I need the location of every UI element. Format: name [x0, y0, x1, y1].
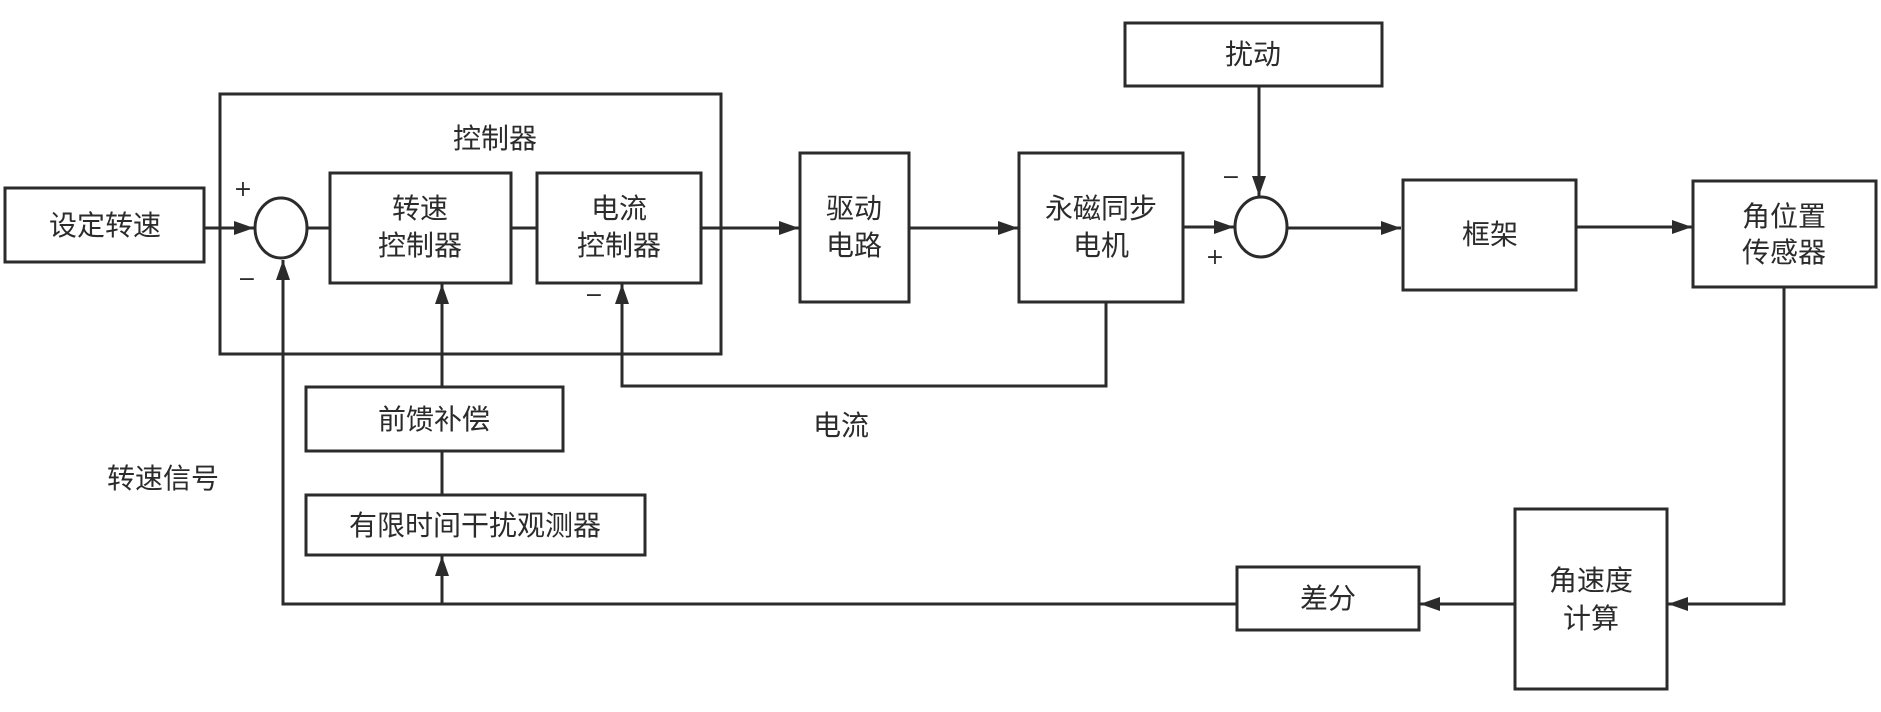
wire-diff-to-sum1: [276, 260, 1237, 606]
block-observer: 有限时间干扰观测器: [304, 493, 647, 557]
block-speed-controller: 转速 控制器: [328, 171, 513, 285]
sum1-minus-sign: −: [238, 267, 256, 292]
drive-circuit-label-line2: 电路: [826, 229, 882, 262]
block-frame: 框架: [1401, 178, 1578, 292]
current-signal-label: 电流: [813, 409, 869, 442]
block-disturbance: 扰动: [1123, 21, 1384, 88]
block-current-controller: 电流 控制器: [535, 171, 703, 285]
angvel-label-line2: 计算: [1563, 602, 1619, 635]
speed-controller-label-line1: 转速: [392, 192, 448, 225]
current-minus-sign: −: [585, 283, 603, 308]
angle-sensor-label-line1: 角位置: [1742, 200, 1826, 233]
pmsm-label-line1: 永磁同步: [1045, 192, 1157, 225]
summing-junction-disturbance: [1233, 195, 1289, 259]
sum2-plus-sign: +: [1206, 245, 1224, 270]
sum1-plus-sign: +: [234, 177, 252, 202]
speed-controller-label-line2: 控制器: [378, 229, 462, 262]
block-feedforward: 前馈补偿: [304, 385, 565, 453]
block-angle-sensor: 角位置 传感器: [1691, 179, 1878, 289]
angle-sensor-label-line2: 传感器: [1742, 236, 1826, 269]
disturbance-label: 扰动: [1225, 38, 1281, 71]
controller-group-label: 控制器: [453, 122, 537, 155]
wire-current-feedback: [615, 284, 1108, 388]
set-speed-label: 设定转速: [49, 209, 161, 242]
sum2-minus-sign: −: [1222, 165, 1240, 190]
block-pmsm: 永磁同步 电机: [1017, 151, 1185, 304]
current-controller-label-line2: 控制器: [577, 229, 661, 262]
block-drive-circuit: 驱动 电路: [798, 151, 911, 304]
frame-label: 框架: [1462, 218, 1518, 251]
feedforward-label: 前馈补偿: [378, 403, 490, 436]
observer-label: 有限时间干扰观测器: [349, 509, 601, 542]
block-difference: 差分: [1235, 565, 1421, 632]
drive-circuit-label-line1: 驱动: [826, 192, 882, 225]
summing-junction-speed: [253, 196, 309, 260]
difference-label: 差分: [1300, 582, 1356, 615]
speed-signal-label: 转速信号: [107, 462, 219, 495]
block-set-speed: 设定转速: [3, 186, 206, 264]
angvel-label-line1: 角速度: [1549, 564, 1633, 597]
wire-sensor-to-angvel: [1668, 287, 1786, 611]
current-controller-label-line1: 电流: [591, 192, 647, 225]
block-angular-velocity-calc: 角速度 计算: [1513, 507, 1669, 691]
pmsm-label-line2: 电机: [1073, 229, 1129, 262]
